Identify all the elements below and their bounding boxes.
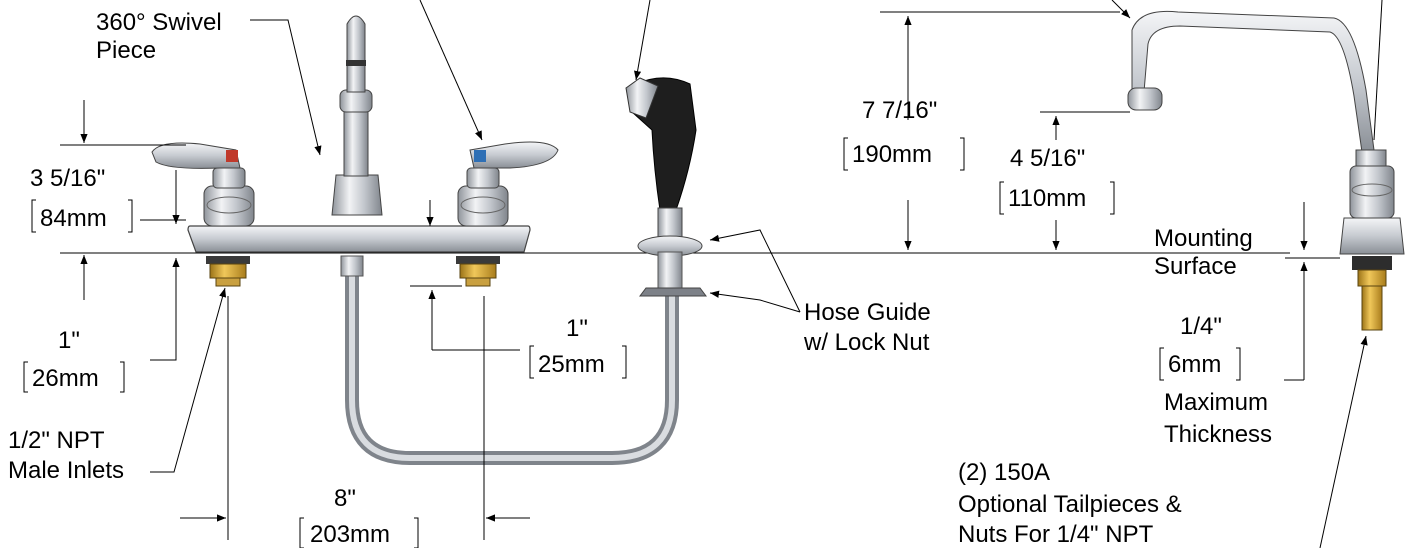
svg-text:203mm: 203mm bbox=[310, 521, 390, 548]
cold-lever-handle bbox=[469, 141, 559, 169]
svg-text:Thickness: Thickness bbox=[1164, 421, 1272, 448]
center-swivel-body bbox=[331, 15, 383, 216]
svg-text:w/ Lock Nut: w/ Lock Nut bbox=[803, 329, 930, 356]
left-inlet-shank bbox=[206, 256, 250, 287]
thickness-label: 1/4" 6mm Maximum Thickness bbox=[1159, 313, 1272, 448]
swivel-label: 360° Swivel Piece bbox=[96, 9, 222, 64]
svg-text:84mm: 84mm bbox=[40, 205, 107, 232]
svg-text:Surface: Surface bbox=[1154, 253, 1237, 280]
svg-text:Hose Guide: Hose Guide bbox=[804, 299, 931, 326]
svg-text:25mm: 25mm bbox=[538, 351, 605, 378]
svg-text:3 5/16": 3 5/16" bbox=[30, 165, 105, 192]
hose-guide-label: Hose Guide w/ Lock Nut bbox=[803, 299, 931, 356]
svg-text:8": 8" bbox=[334, 485, 356, 512]
dim-center-label: 8" 203mm bbox=[299, 485, 419, 548]
svg-text:1/4": 1/4" bbox=[1180, 313, 1222, 340]
hot-lever-handle bbox=[151, 142, 241, 169]
spout-leader bbox=[1111, 0, 1131, 19]
swivel-shank bbox=[340, 255, 364, 277]
inlets-label: 1/2" NPT Male Inlets bbox=[8, 427, 124, 484]
spray-hose bbox=[345, 265, 679, 465]
svg-text:6mm: 6mm bbox=[1168, 351, 1221, 378]
svg-text:Optional Tailpieces &: Optional Tailpieces & bbox=[958, 491, 1182, 518]
svg-text:Male Inlets: Male Inlets bbox=[8, 457, 124, 484]
svg-text:26mm: 26mm bbox=[32, 365, 99, 392]
swivel-leader bbox=[250, 19, 322, 156]
right-valve-body bbox=[457, 167, 509, 227]
dim-left-bottom-label: 1" 26mm bbox=[23, 327, 125, 393]
spout-leader-right bbox=[1373, 0, 1383, 141]
svg-text:Maximum: Maximum bbox=[1164, 389, 1268, 416]
handle-leader bbox=[419, 0, 483, 141]
svg-text:Nuts For 1/4" NPT: Nuts For 1/4" NPT bbox=[958, 521, 1154, 548]
svg-text:360° Swivel: 360° Swivel bbox=[96, 9, 222, 36]
side-spray-assembly bbox=[625, 77, 707, 297]
svg-text:190mm: 190mm bbox=[852, 141, 932, 168]
svg-text:Piece: Piece bbox=[96, 37, 156, 64]
svg-text:1": 1" bbox=[58, 327, 80, 354]
svg-text:110mm: 110mm bbox=[1008, 185, 1086, 212]
dim-spout-height-label: 7 7/16" 190mm bbox=[843, 97, 965, 171]
svg-text:4 5/16": 4 5/16" bbox=[1010, 145, 1085, 172]
left-valve-body bbox=[203, 167, 255, 227]
dim-mid-label: 1" 25mm bbox=[529, 315, 627, 379]
faucet-deck bbox=[187, 225, 531, 253]
svg-text:1": 1" bbox=[566, 315, 588, 342]
spout-base-body bbox=[1339, 149, 1405, 331]
right-inlet-shank bbox=[456, 256, 500, 287]
svg-text:7 7/16": 7 7/16" bbox=[862, 97, 937, 124]
mounting-surface-label: Mounting Surface bbox=[1154, 225, 1253, 280]
svg-text:(2) 150A: (2) 150A bbox=[958, 459, 1050, 486]
tailpieces-label: (2) 150A Optional Tailpieces & Nuts For … bbox=[958, 459, 1182, 548]
dim-left-handle-label: 3 5/16" 84mm bbox=[30, 165, 133, 233]
svg-text:Mounting: Mounting bbox=[1154, 225, 1253, 252]
dim-spout-outlet-label: 4 5/16" 110mm bbox=[999, 145, 1115, 215]
svg-text:1/2" NPT: 1/2" NPT bbox=[8, 427, 105, 454]
swing-spout bbox=[1127, 10, 1375, 153]
spray-leader bbox=[634, 0, 651, 81]
